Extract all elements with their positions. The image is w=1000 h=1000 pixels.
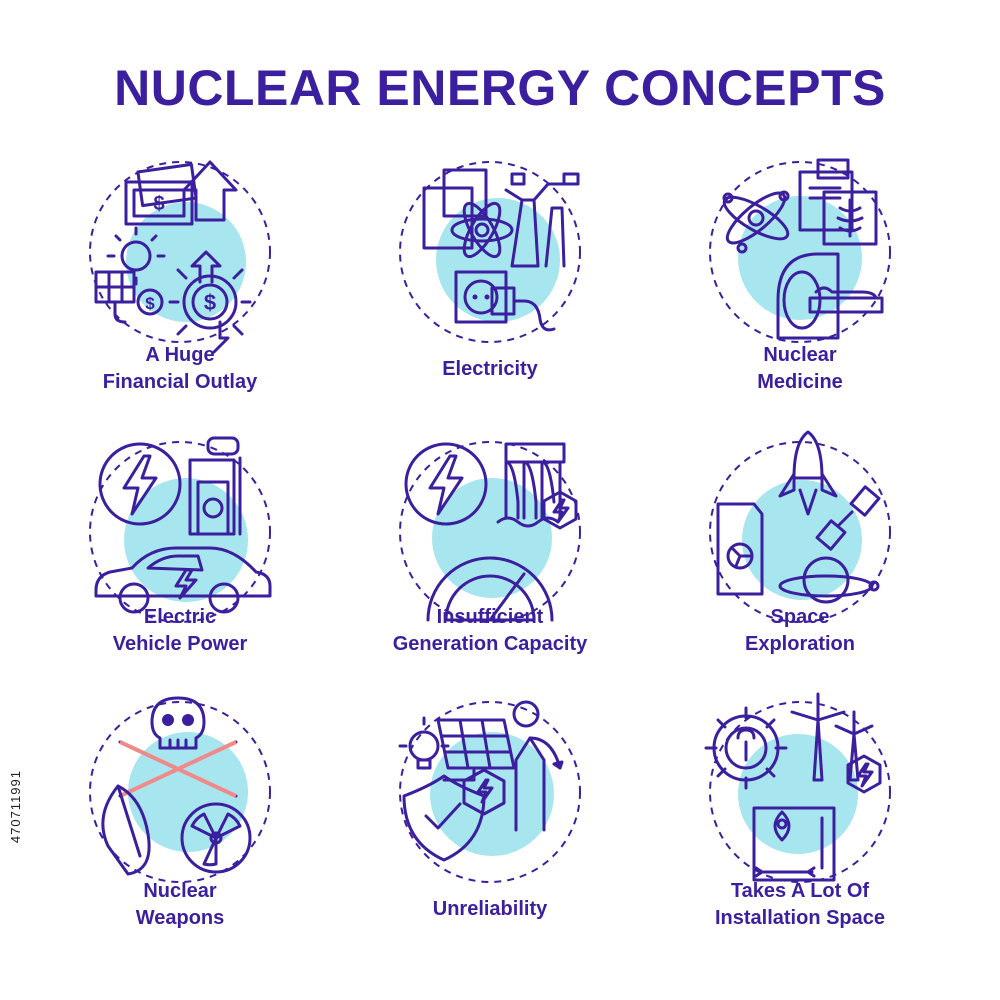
page-title: NUCLEAR ENERGY CONCEPTS [114,60,886,116]
money-arrow-dollar-solar-icon: $ $ $ [89,160,271,354]
svg-text:$: $ [153,193,164,215]
atom-powerline-socket-icon [399,161,581,343]
bulb-solar-shield-chart-icon [398,700,581,883]
lightning-plant-car-icon [89,436,272,623]
concept-unreliability: Unreliability [340,690,640,970]
svg-text:$: $ [145,294,155,313]
rocket-satellite-planet-icon [709,430,891,623]
concept-electricity: Electricity [340,150,640,430]
gear-windmill-map-icon [704,692,891,883]
skull-missile-radiation-icon [89,696,271,883]
concept-label: Unreliability [432,898,548,920]
svg-text:$: $ [204,290,216,315]
concept-label: Electricity [442,358,538,380]
stock-id-watermark: 470711991 [8,770,23,844]
lightning-dam-gauge-icon [399,441,581,623]
atom-xray-mri-icon [709,158,891,343]
